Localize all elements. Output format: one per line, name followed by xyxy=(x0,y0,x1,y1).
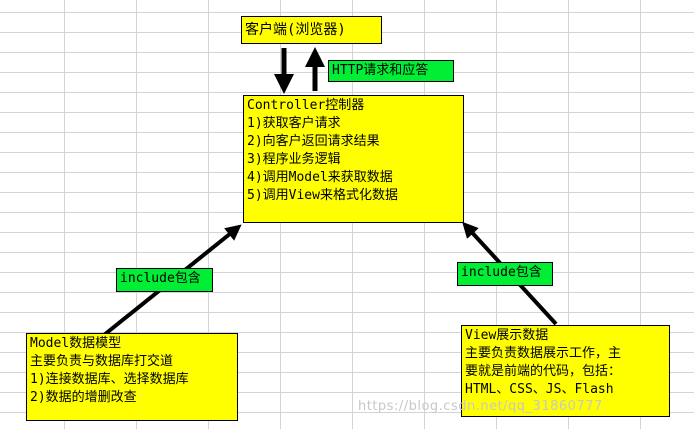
view-line-3: HTML、CSS、JS、Flash xyxy=(465,382,614,397)
include-left-text: include包含 xyxy=(120,271,201,286)
model-line-1: 主要负责与数据库打交道 xyxy=(30,354,174,369)
client-title: 客户端(浏览器) xyxy=(245,22,346,38)
http-request-response-label: HTTP请求和应答 xyxy=(328,60,454,82)
controller-line-3: 3)程序业务逻辑 xyxy=(247,152,341,167)
include-label-model: include包含 xyxy=(116,268,213,292)
http-label-text: HTTP请求和应答 xyxy=(332,63,429,78)
client-browser-box: 客户端(浏览器) xyxy=(241,16,382,44)
include-label-view: include包含 xyxy=(457,262,553,286)
include-right-text: include包含 xyxy=(461,265,542,280)
controller-line-2: 2)向客户返回请求结果 xyxy=(247,134,380,149)
controller-title: Controller控制器 xyxy=(247,98,365,113)
controller-line-5: 5)调用View来格式化数据 xyxy=(247,188,398,203)
view-box: View展示数据 主要负责数据展示工作，主 要就是前端的代码，包括： HTML、… xyxy=(461,325,670,417)
model-line-3: 2)数据的增删改查 xyxy=(30,390,137,405)
view-line-1: 主要负责数据展示工作，主 xyxy=(465,346,622,361)
view-title: View展示数据 xyxy=(465,328,549,343)
controller-box: Controller控制器 1)获取客户请求 2)向客户返回请求结果 3)程序业… xyxy=(243,95,464,223)
model-box: Model数据模型 主要负责与数据库打交道 1)连接数据库、选择数据库 2)数据… xyxy=(26,333,238,421)
view-line-2: 要就是前端的代码，包括： xyxy=(465,364,622,379)
controller-line-1: 1)获取客户请求 xyxy=(247,116,341,131)
controller-line-4: 4)调用Model来获取数据 xyxy=(247,170,393,185)
model-title: Model数据模型 xyxy=(30,336,122,351)
model-line-2: 1)连接数据库、选择数据库 xyxy=(30,372,189,387)
watermark-text: https://blog.csdn.net/qq_31860777 xyxy=(358,399,603,414)
